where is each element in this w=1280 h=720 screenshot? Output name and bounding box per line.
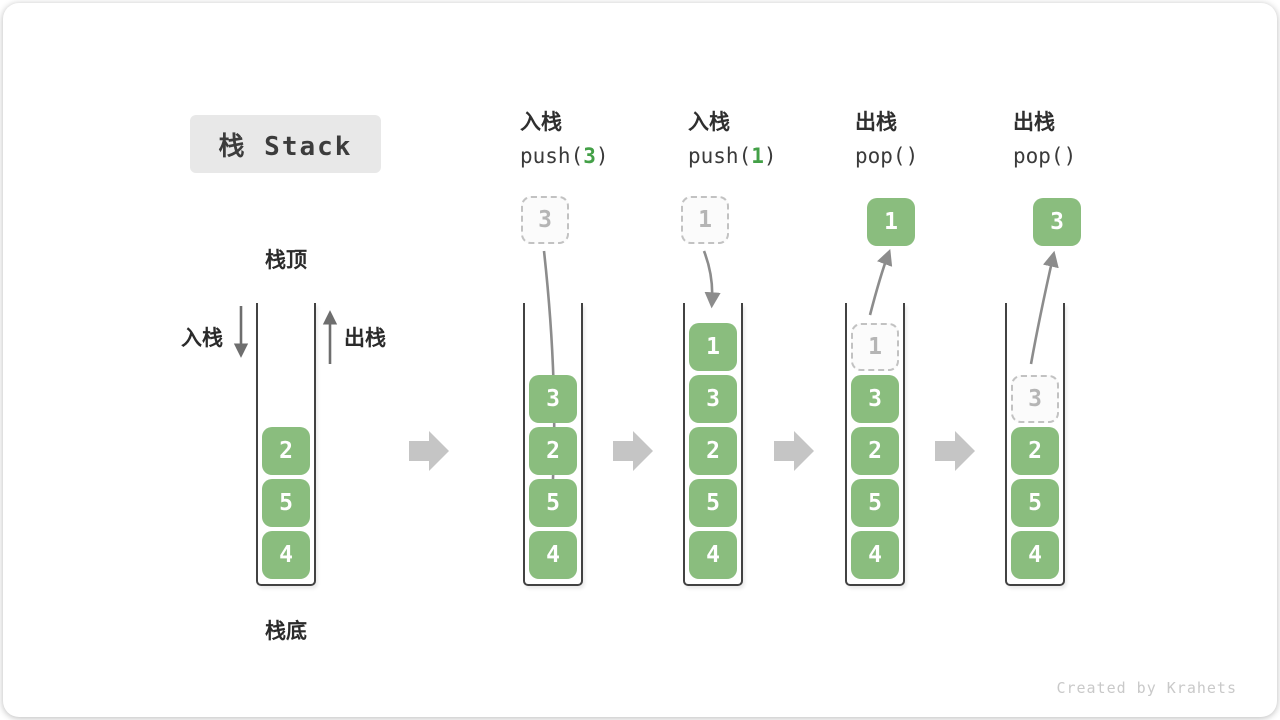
code-arg-highlight: 3 <box>583 144 596 168</box>
floating-value-box: 1 <box>867 198 915 246</box>
stack-cell: 4 <box>262 531 310 579</box>
stack-cell: 2 <box>1011 427 1059 475</box>
stack-cell: 2 <box>529 427 577 475</box>
op-label: 入栈 <box>520 110 562 134</box>
stack-cell: 5 <box>262 479 310 527</box>
stack-cell: 2 <box>262 427 310 475</box>
stack-cell: 4 <box>689 531 737 579</box>
stack-top-label: 栈顶 <box>265 248 307 272</box>
stack-cell: 5 <box>851 479 899 527</box>
popped-placeholder: 1 <box>851 323 899 371</box>
stack-cell: 1 <box>689 323 737 371</box>
pop-side-label: 出栈 <box>344 326 386 350</box>
op-label: 入栈 <box>688 110 730 134</box>
stack-container <box>256 303 316 586</box>
diagram-canvas: 栈 Stack 入栈 push(3) 入栈 push(1) 出栈 pop() 出… <box>3 3 1277 717</box>
floating-value-box: 1 <box>681 196 729 244</box>
stack-cell: 5 <box>689 479 737 527</box>
code-arg-highlight: 1 <box>751 144 764 168</box>
step-arrow-2 <box>613 431 653 471</box>
stack-cell: 3 <box>689 375 737 423</box>
page-title: 栈 Stack <box>218 131 353 162</box>
diagram-card: 栈 Stack 入栈 push(3) 入栈 push(1) 出栈 pop() 出… <box>3 3 1277 717</box>
column-header-pop-1: 出栈 pop() <box>855 106 918 168</box>
stack-cell: 4 <box>1011 531 1059 579</box>
stack-cell: 5 <box>529 479 577 527</box>
op-code: pop() <box>855 144 919 168</box>
column-header-push-1: 入栈 push(1) <box>688 106 777 168</box>
stack-cell: 4 <box>851 531 899 579</box>
op-code: pop() <box>1013 144 1077 168</box>
stack-container <box>845 303 905 586</box>
column-header-pop-3: 出栈 pop() <box>1013 106 1076 168</box>
push-1-arrow <box>702 250 721 309</box>
step-arrow-3 <box>774 431 814 471</box>
stack-cell: 3 <box>529 375 577 423</box>
stack-cell: 2 <box>689 427 737 475</box>
op-label: 出栈 <box>855 110 897 134</box>
stack-cell: 3 <box>851 375 899 423</box>
op-label: 出栈 <box>1013 110 1055 134</box>
stack-container <box>683 303 743 586</box>
push-side-label: 入栈 <box>181 326 223 350</box>
arrows-overlay <box>233 248 1059 504</box>
stack-cell: 2 <box>851 427 899 475</box>
stack-bottom-label: 栈底 <box>265 619 307 643</box>
stack-container <box>1005 303 1065 586</box>
step-arrow-1 <box>409 431 449 471</box>
floating-value-box: 3 <box>1033 198 1081 246</box>
stack-cell: 5 <box>1011 479 1059 527</box>
step-arrow-4 <box>935 431 975 471</box>
op-code: push(1) <box>688 144 777 168</box>
watermark: Created by Krahets <box>1056 679 1237 697</box>
op-code: push(3) <box>520 144 609 168</box>
stack-container <box>523 303 583 586</box>
stack-cell: 4 <box>529 531 577 579</box>
title-badge: 栈 Stack <box>190 115 381 173</box>
popped-placeholder: 3 <box>1011 375 1059 423</box>
floating-value-box: 3 <box>521 196 569 244</box>
column-header-push-3: 入栈 push(3) <box>520 106 609 168</box>
